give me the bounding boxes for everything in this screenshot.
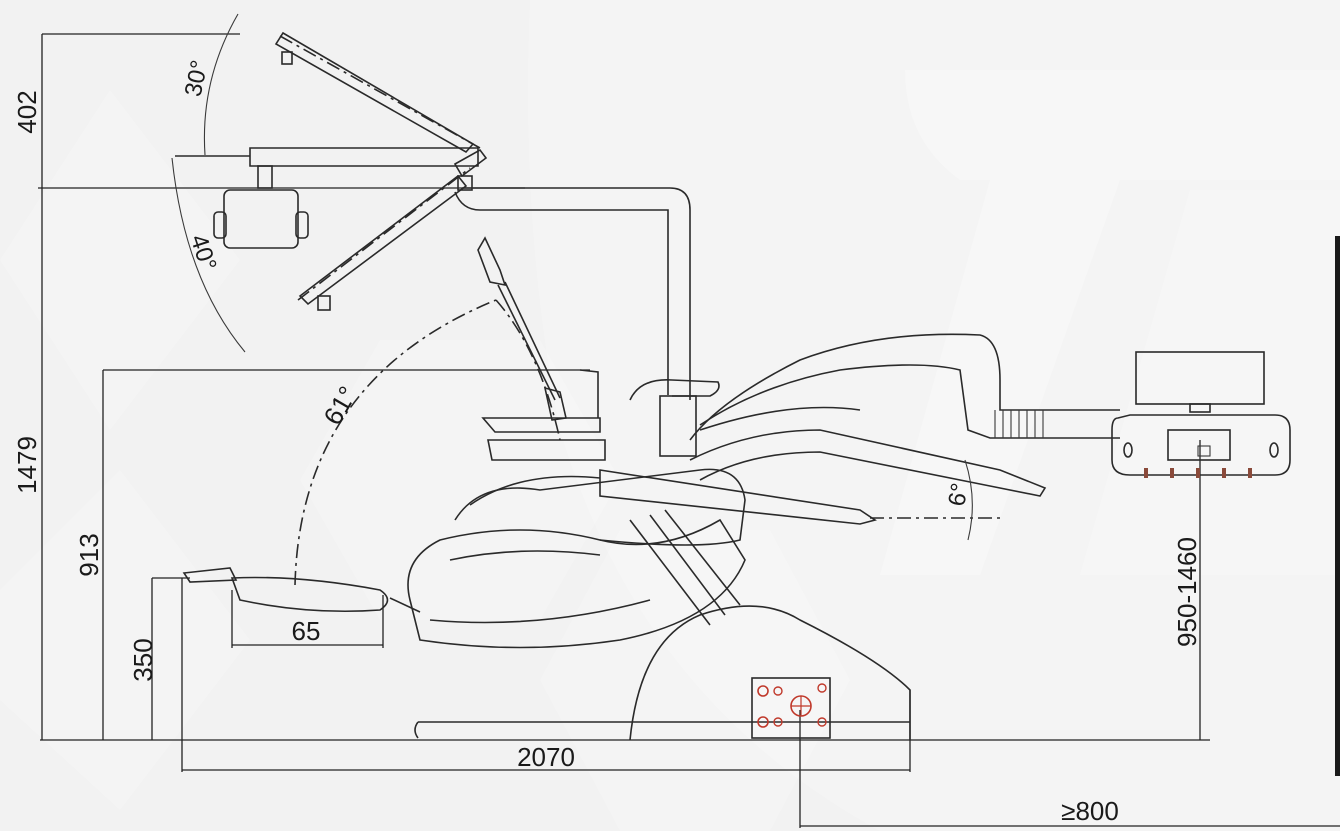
dim-total-length: 2070 — [517, 742, 575, 772]
dental-light — [171, 13, 488, 353]
dimension-lines — [38, 33, 1340, 828]
angle-tray-tilt: 6° — [943, 481, 974, 508]
backrest-arc — [294, 299, 561, 586]
chair-body — [182, 406, 1047, 741]
dim-backrest-height: 913 — [74, 533, 104, 576]
assistant-arm — [477, 236, 606, 461]
dim-tray-height: 950-1460 — [1172, 537, 1202, 647]
dim-seat-height: 350 — [128, 638, 158, 681]
dim-light-arm-height: 402 — [12, 90, 42, 133]
tray-arm — [689, 333, 1291, 541]
chair-post — [454, 187, 720, 457]
dim-total-height: 1479 — [12, 436, 42, 494]
edge-bar — [1335, 236, 1340, 776]
dim-footrest-length: 65 — [292, 616, 321, 646]
dim-clearance: ≥800 — [1061, 796, 1119, 826]
